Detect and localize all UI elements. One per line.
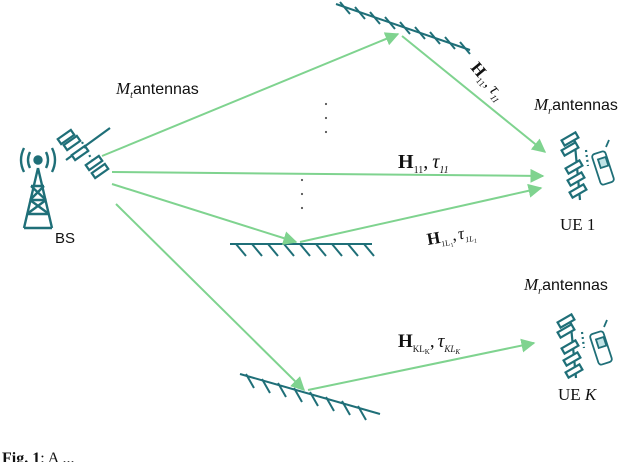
mr-antennas-label-ue1: Mrantennas [533,95,618,117]
bs-antenna-array-icon [56,127,111,180]
h11-reflected-label: H11,τ11 [465,58,509,105]
uek-phone-icon [589,319,613,366]
ray-bs-to-bottom-reflector [115,203,305,391]
uek-label: UE K [558,385,598,404]
ray-middle-reflector-to-ue1 [299,183,543,243]
ray-bs-to-ue1-direct [111,168,545,183]
reflector-top [335,1,471,55]
uek-antenna-icon [556,312,586,380]
h1l1-label: H1L1,τ1L1 [425,222,477,253]
ray-bs-to-top-reflector [101,32,400,157]
ray-top-reflector-to-ue1 [401,35,547,153]
bs-label: BS [55,230,75,247]
reflector-bottom [239,373,381,421]
ellipsis-dots [300,102,328,210]
rays [101,32,547,391]
caption-text: : A ... [40,450,75,462]
mt-antennas-label: Mtantennas [115,79,199,101]
ue1-label: UE 1 [560,215,595,234]
ray-bs-to-middle-reflector [111,183,298,245]
figure-caption: Fig. 1: A ... [2,448,638,462]
caption-fig-number: Fig. 1 [2,450,41,462]
mr-antennas-label-uek: Mrantennas [523,275,608,297]
ray-bottom-reflector-to-uek [307,338,536,391]
ue1-antenna-icon [560,130,590,201]
h11-direct-label: H11,τ11 [398,151,449,176]
ue1-phone-icon [591,139,615,186]
mimo-diagram: Mtantennas Mrantennas Mrantennas BS UE 1… [19,1,618,421]
bs-tower-icon [19,147,57,230]
reflector-middle [230,243,375,257]
hklk-label: HKLK,τKLK [398,331,460,356]
